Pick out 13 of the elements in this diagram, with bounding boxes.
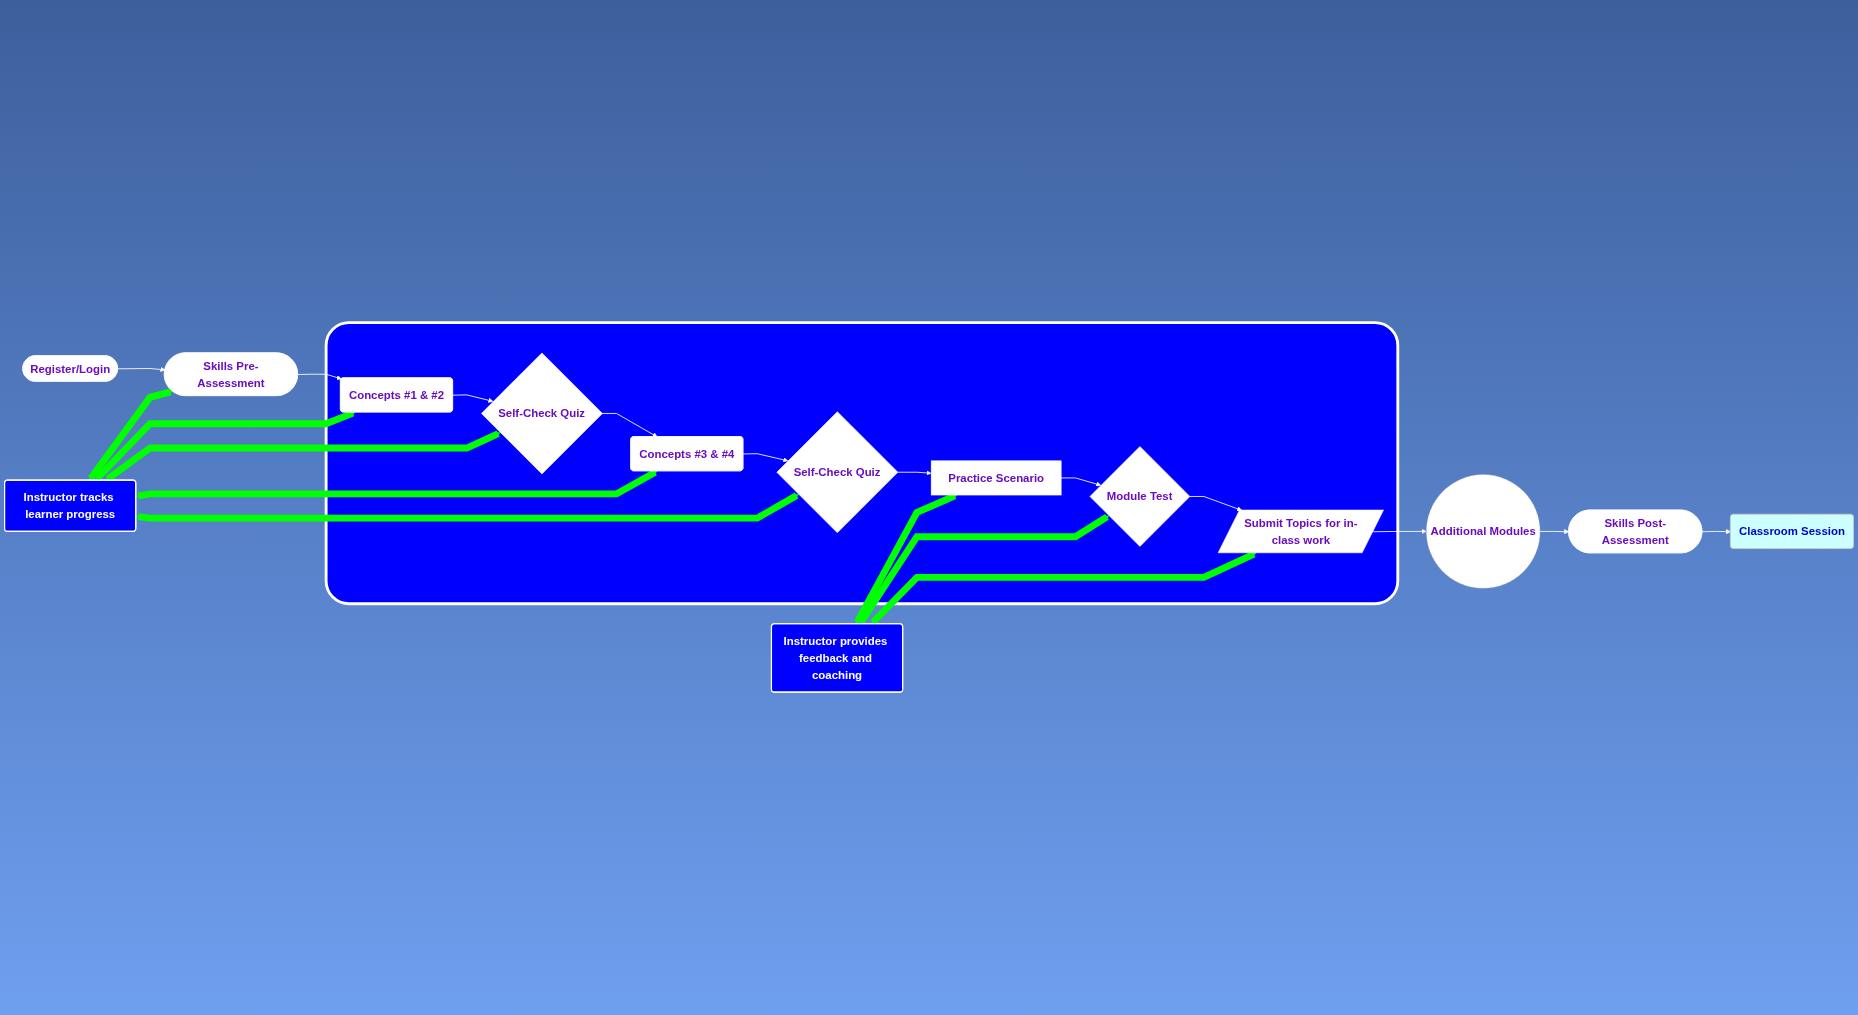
cluster <box>324 321 1400 606</box>
arrow <box>136 469 658 500</box>
node-box: Practice Scenario <box>930 460 1062 496</box>
arrow <box>94 410 356 482</box>
arrow <box>858 514 1110 625</box>
node-circle: Additional Modules <box>1426 474 1541 589</box>
arrow <box>136 492 799 522</box>
node-diamond: Self-Check Quiz <box>776 411 899 534</box>
arrow <box>870 551 1257 625</box>
node-diamond: Module Test <box>1089 446 1191 547</box>
arrow <box>87 388 173 481</box>
arrow <box>105 430 501 482</box>
node-diamond: Self-Check Quiz <box>481 352 603 475</box>
